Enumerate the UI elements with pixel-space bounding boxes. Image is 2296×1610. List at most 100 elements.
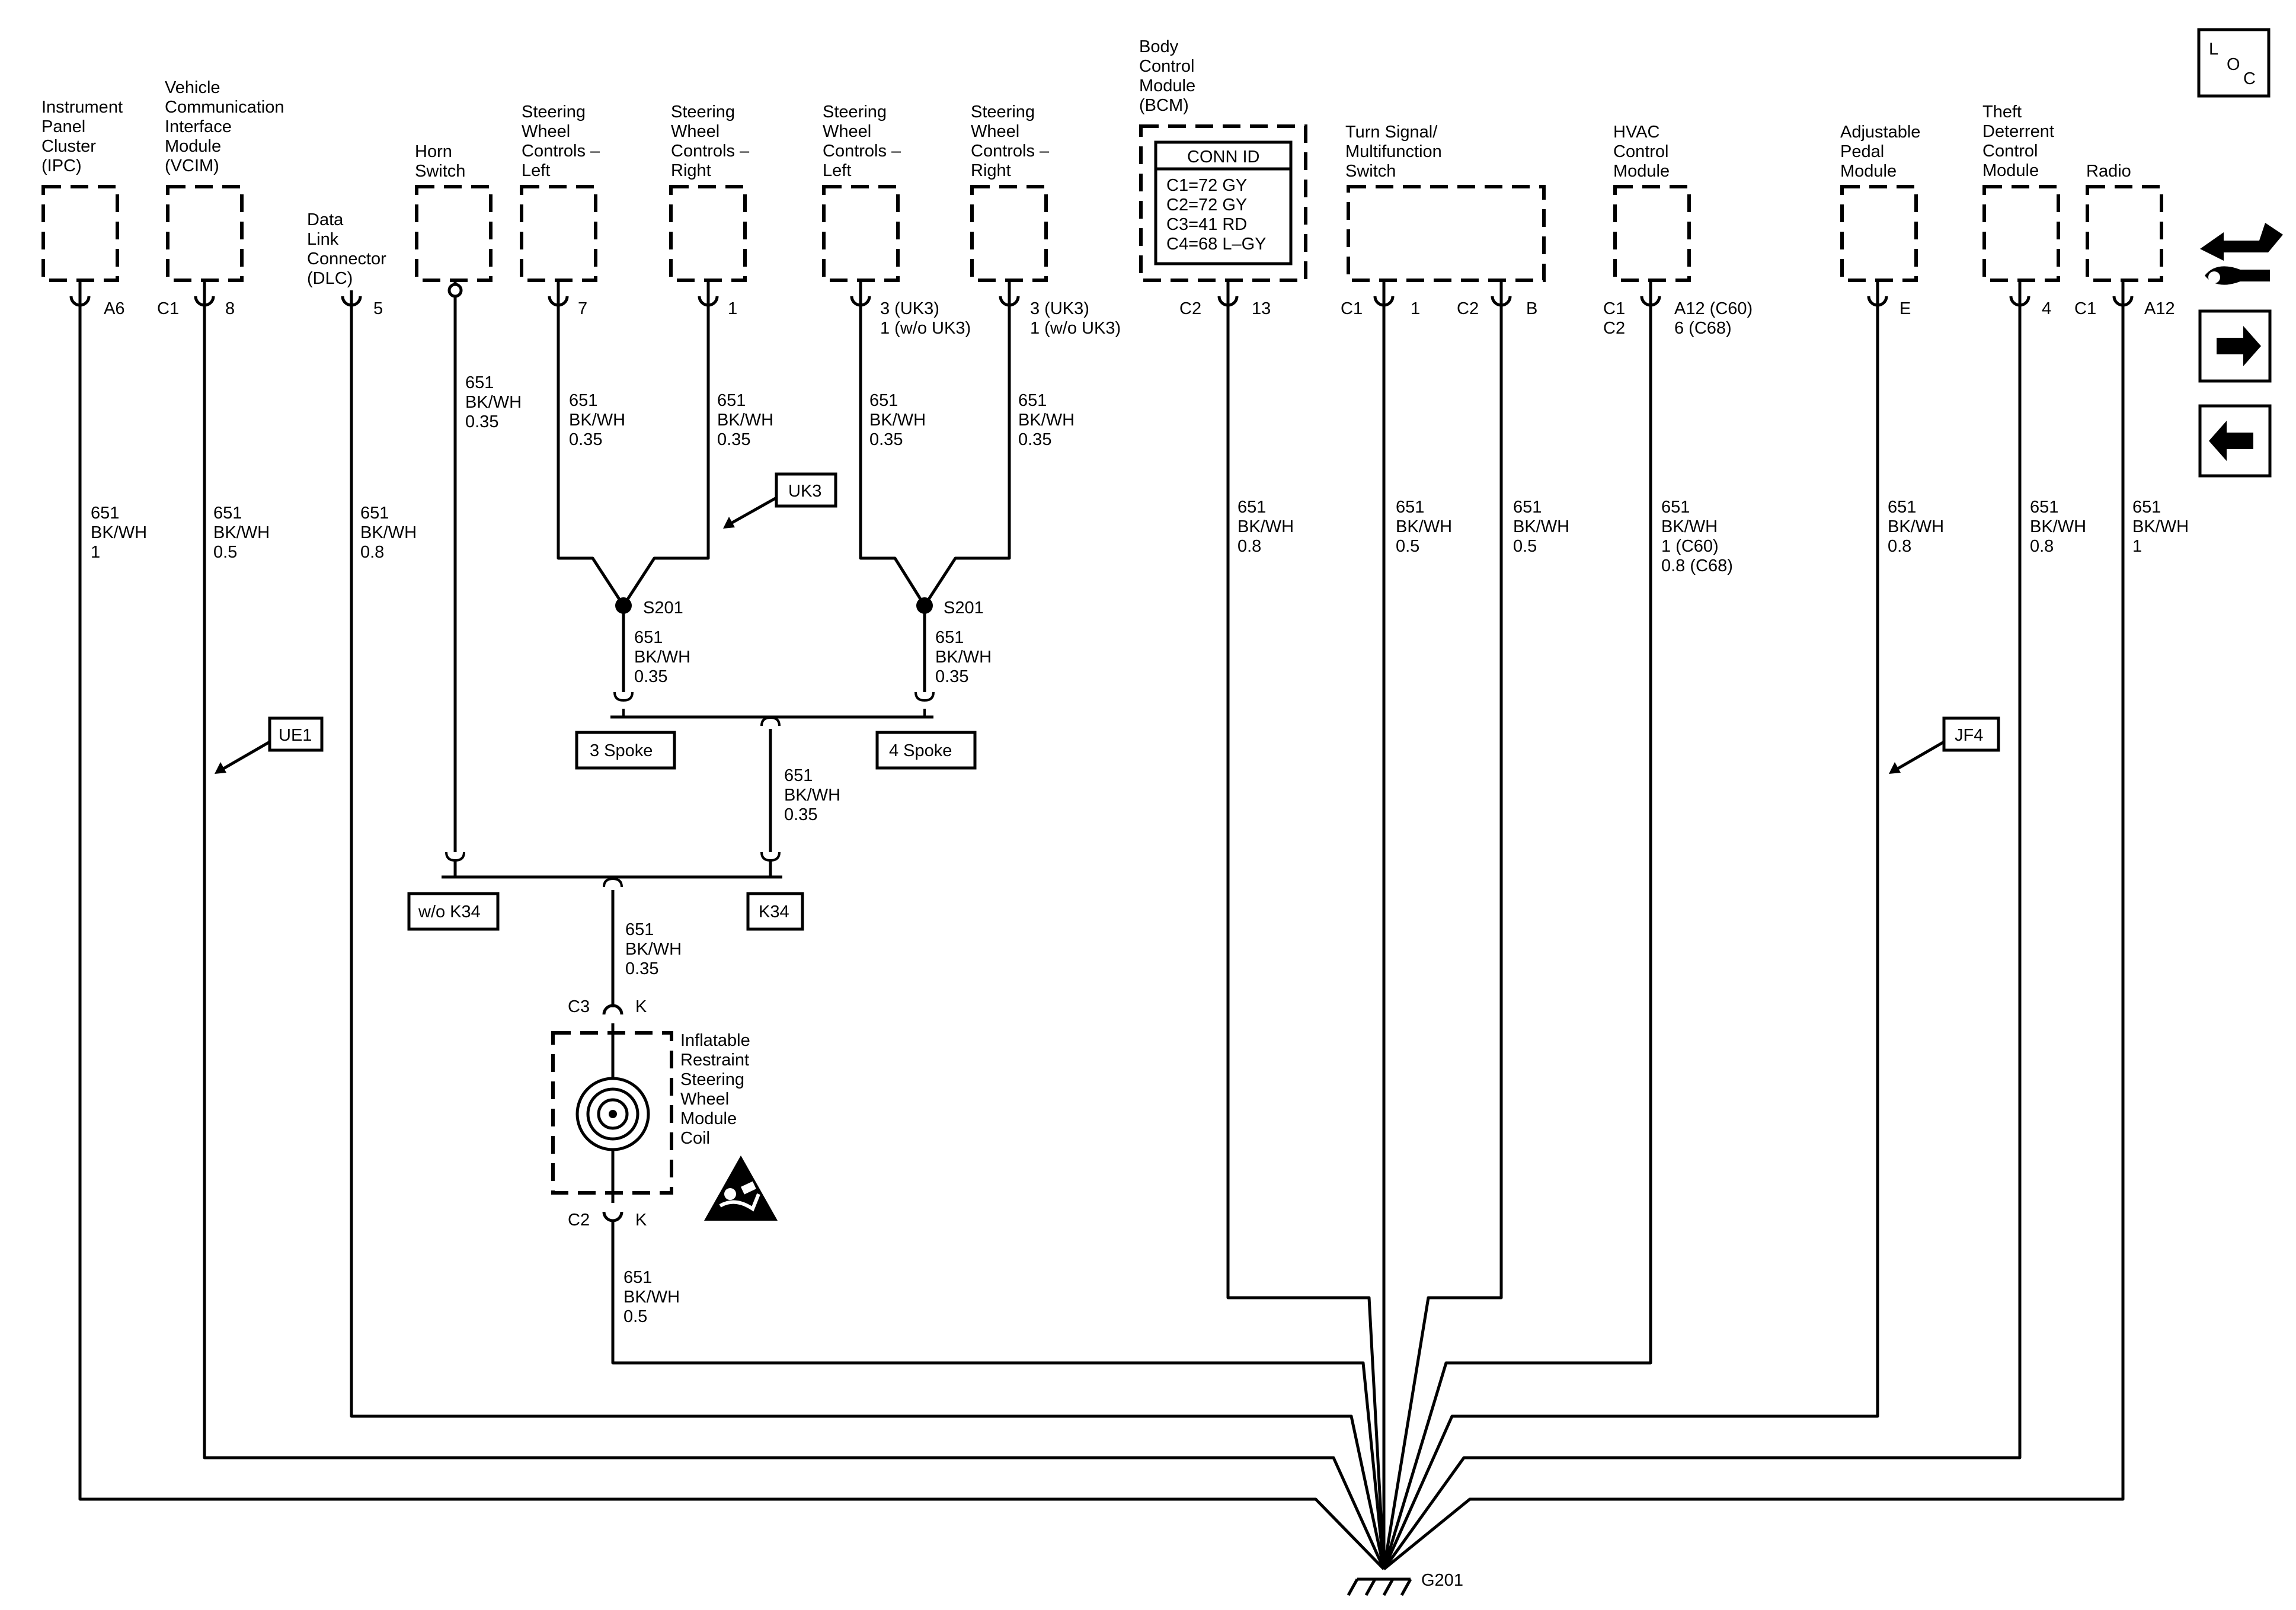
option-tag-labels: UE1 UK3 JF4 3 Spoke 4 Spoke w/o K34 K34	[279, 482, 1983, 921]
svg-text:K: K	[635, 1211, 647, 1230]
svg-text:1: 1	[1411, 299, 1420, 318]
ground-label: G201	[1421, 1571, 1463, 1590]
svg-text:E: E	[1900, 299, 1911, 318]
tag-k34-box	[746, 892, 804, 931]
svg-text:3 (UK3): 3 (UK3)	[1030, 299, 1089, 318]
svg-text:C1: C1	[157, 299, 179, 318]
splice-s201-b	[916, 597, 933, 614]
tag-uk3-box	[775, 472, 837, 508]
airbag-warning-icon	[704, 1156, 778, 1221]
swc-right-a-box	[669, 185, 747, 282]
svg-text:13: 13	[1252, 299, 1271, 318]
svg-text:JF4: JF4	[1955, 726, 1983, 745]
splice-s201-a	[615, 597, 632, 614]
svg-text:O: O	[2227, 55, 2240, 74]
svg-text:8: 8	[225, 299, 235, 318]
svg-text:1 (w/o UK3): 1 (w/o UK3)	[880, 319, 971, 338]
previous-page-arrow-icon[interactable]	[2198, 404, 2272, 478]
swc-left-b-box	[822, 185, 900, 282]
hvac-box	[1613, 185, 1691, 282]
svg-text:C2: C2	[568, 1211, 590, 1230]
svg-text:UK3: UK3	[788, 482, 821, 501]
component-locator-icon[interactable]	[2200, 223, 2283, 285]
option-break-marks	[445, 692, 935, 888]
svg-text:K34: K34	[759, 902, 789, 921]
svg-text:B: B	[1526, 299, 1537, 318]
svg-text:3 (UK3): 3 (UK3)	[880, 299, 939, 318]
ipc-box	[41, 185, 119, 282]
svg-text:S201: S201	[643, 598, 683, 617]
bcm-box	[1139, 124, 1307, 282]
wires	[78, 280, 2125, 1570]
pin-labels: A6 C1 8 5 7 1 3 (UK3) 1 (w/o UK3) 3 (UK3…	[104, 299, 2175, 1230]
splice-labels: S201 S201	[643, 598, 984, 617]
bcm-conn-table	[1154, 140, 1293, 265]
svg-text:C: C	[2243, 69, 2256, 88]
svg-text:3 Spoke: 3 Spoke	[590, 741, 653, 760]
tag-ue1-box	[268, 716, 324, 752]
coil-spiral-icon	[575, 1077, 650, 1151]
ground-g201-icon	[1347, 1577, 1412, 1596]
svg-text:4 Spoke: 4 Spoke	[889, 741, 952, 760]
swc-left-a-box	[520, 185, 597, 282]
loc-icon[interactable]: L O C	[2197, 28, 2271, 98]
svg-text:1 (w/o UK3): 1 (w/o UK3)	[1030, 319, 1121, 338]
label-radio: Radio	[2086, 162, 2131, 181]
turn-signal-box	[1347, 185, 1546, 282]
svg-text:C3: C3	[568, 997, 590, 1016]
horn-switch-box	[415, 185, 493, 282]
next-page-arrow-icon[interactable]	[2198, 309, 2272, 383]
tag-3-spoke-box	[575, 731, 676, 770]
svg-text:K: K	[635, 997, 647, 1016]
svg-text:C2: C2	[1457, 299, 1479, 318]
svg-text:1: 1	[728, 299, 737, 318]
tag-4-spoke-box	[875, 731, 977, 770]
tag-jf4-box	[1942, 716, 2000, 752]
svg-text:CONN ID: CONN ID	[1187, 148, 1259, 167]
theft-box	[1982, 185, 2060, 282]
svg-text:C1: C1	[1341, 299, 1363, 318]
svg-text:5: 5	[373, 299, 383, 318]
svg-text:6 (C68): 6 (C68)	[1674, 319, 1732, 338]
svg-text:UE1: UE1	[279, 726, 312, 745]
option-tags	[215, 472, 2000, 931]
connector-cups	[69, 296, 2134, 1222]
svg-text:S201: S201	[944, 598, 984, 617]
swc-right-b-box	[970, 185, 1048, 282]
